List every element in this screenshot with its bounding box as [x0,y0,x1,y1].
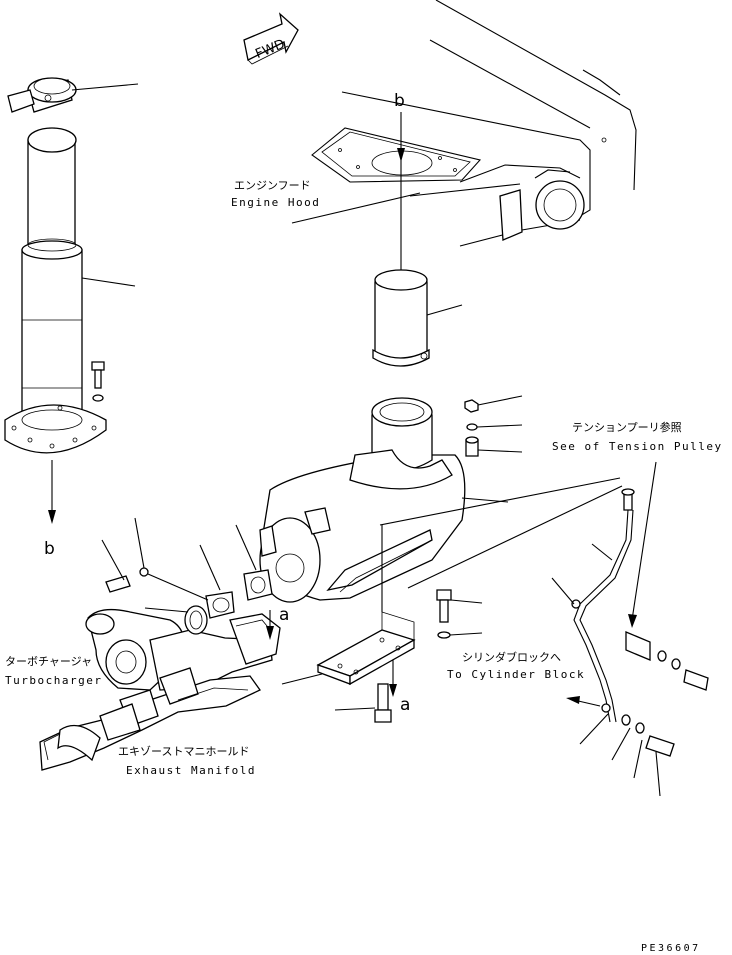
turbocharger [85,608,281,691]
muffler-bracket [281,611,416,686]
drawing-code: PE36607 [641,943,701,954]
fwd-arrow: FWD [243,12,299,65]
cylinder-block-arrow [566,696,601,707]
stack-bolt [91,361,105,402]
exhaust-stack [4,127,136,524]
ref-arrow-a-bottom [389,660,397,697]
muffler [259,397,509,603]
tension-pulley-arrow [628,461,657,628]
rain-cap [7,77,139,113]
tension-pulley-label-jp: テンションプーリ参照 [572,420,682,434]
ref-arrow-a-right [266,610,274,640]
drain-pipe [551,488,709,797]
ref-letter-a-bottom: a [400,695,410,715]
cylinder-block-label-jp: シリンダブロックへ [462,650,561,664]
bracket-bolt-bottom [334,683,392,723]
mounting-hardware [464,395,523,457]
tension-pulley-label-en: See of Tension Pulley [552,440,723,453]
tail-pipe [372,269,463,367]
turbocharger-label-jp: ターボチャージャ [5,655,92,668]
bracket-bolt-top [436,589,483,639]
ref-letter-b-left: b [44,539,55,559]
exhaust-manifold-label-jp: エキゾーストマニホールド [118,745,249,758]
engine-hood [291,0,637,247]
cylinder-block-label-en: To Cylinder Block [447,668,585,681]
engine-hood-label-en: Engine Hood [231,196,320,209]
exhaust-manifold [39,667,261,771]
turbocharger-label-en: Turbocharger [5,674,102,687]
turbo-leader-lines [101,517,257,613]
ref-letter-b-top: b [394,91,405,111]
engine-hood-label-jp: エンジンフード [234,179,311,192]
ref-letter-a-right: a [279,605,289,625]
exhaust-manifold-label-en: Exhaust Manifold [126,764,256,777]
ref-arrow-b-top [397,112,405,270]
